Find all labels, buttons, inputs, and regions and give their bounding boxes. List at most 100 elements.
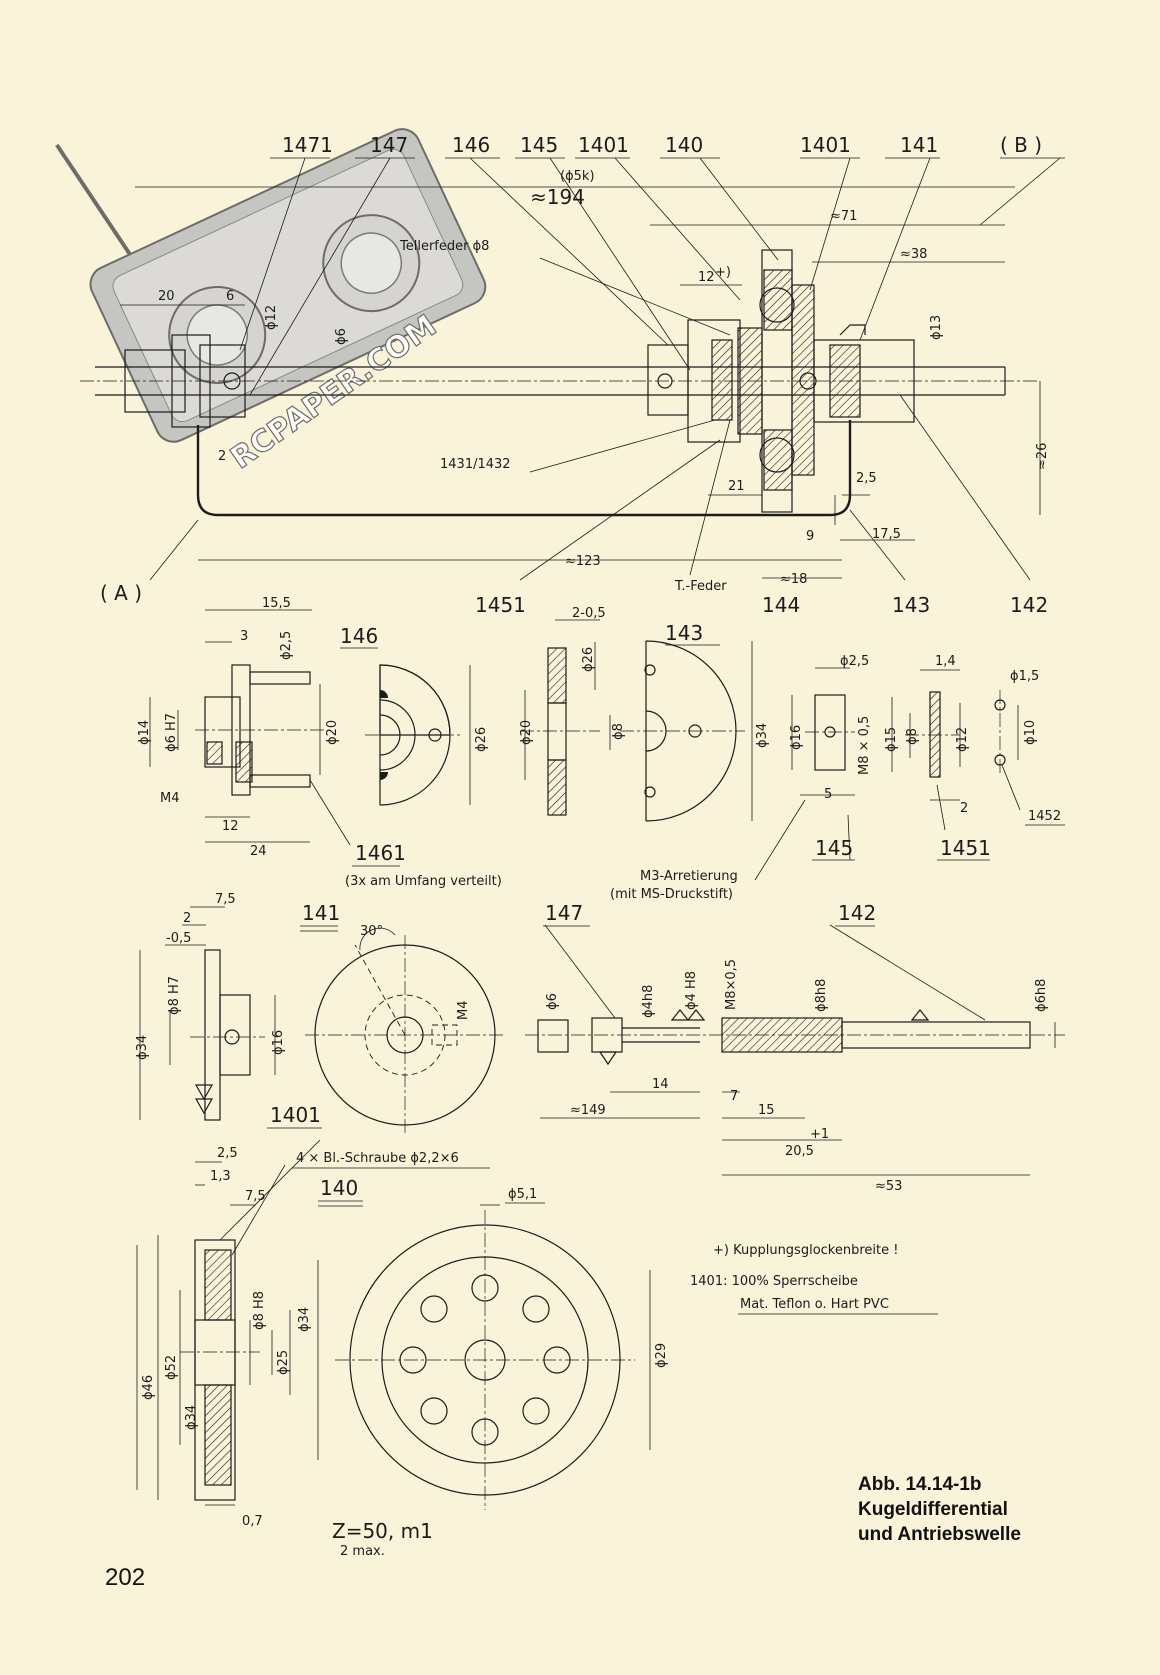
assembly-label-1401-left: 1401 <box>578 133 629 157</box>
caption-line-3: und Antriebswelle <box>858 1524 1021 1545</box>
dim-146-d2-5: ϕ2,5 <box>279 631 294 660</box>
dim-38: ≈38 <box>900 247 927 262</box>
assembly-label-144: 144 <box>762 593 800 617</box>
dim-142-plus1: +1 <box>810 1127 829 1142</box>
note-kupplung: +) Kupplungsglockenbreite ! <box>713 1243 898 1258</box>
dim-1451-d8: ϕ8 <box>905 728 920 745</box>
dim-143-d26: ϕ26 <box>581 647 596 672</box>
ref-1461: 1461 <box>355 841 406 865</box>
dim-140-d34-left: ϕ34 <box>184 1405 199 1430</box>
dim-146-12: 12 <box>222 819 239 834</box>
dim-142-53: ≈53 <box>875 1179 902 1194</box>
m3-arretierung-note: M3-Arretierung <box>640 869 738 884</box>
caption-line-1: Abb. 14.14-1b <box>858 1474 982 1495</box>
dim-145-d2-5: ϕ2,5 <box>840 654 869 669</box>
gear-spec: Z=50, m1 <box>332 1519 433 1543</box>
detail-146: 146 15,5 3 ϕ2,5 ϕ14 ϕ6 H7 ϕ20 ϕ26 M4 12 … <box>137 596 502 889</box>
dim-1451-1-4: 1,4 <box>935 654 956 669</box>
detail-147-142: 147 142 ϕ6 ϕ4h8 ϕ4 H8 M8×0,5 ϕ8h8 ϕ6h8 1… <box>525 901 1065 1194</box>
dim-146-d26: ϕ26 <box>474 727 489 752</box>
detail-145: ϕ2,5 ϕ16 M8 × 0,5 5 145 M3-Arretierung (… <box>610 654 872 902</box>
dim-143-d20: ϕ20 <box>519 720 534 745</box>
note-material: Mat. Teflon o. Hart PVC <box>740 1297 889 1312</box>
tellerfeder-label: Tellerfeder ϕ8 <box>399 239 489 254</box>
druckstift-note: (mit MS-Druckstift) <box>610 887 733 902</box>
dim-147-d4H8: ϕ4 H8 <box>684 971 699 1010</box>
dim-140-d25: ϕ25 <box>276 1350 291 1375</box>
dim-1451-d10: ϕ10 <box>1023 720 1038 745</box>
dim-12: 12 <box>698 270 715 285</box>
dim-145-5: 5 <box>824 787 832 802</box>
dim-141-7-5: 7,5 <box>215 892 236 907</box>
assembly-label-145: 145 <box>520 133 558 157</box>
dim-142-20-5: 20,5 <box>785 1144 814 1159</box>
screw-note: 4 × Bl.-Schraube ϕ2,2×6 <box>296 1151 459 1166</box>
detail-143: 2-0,5 ϕ26 ϕ20 ϕ8 ϕ34 143 <box>519 606 770 822</box>
note-1461: (3x am Umfang verteilt) <box>345 874 502 889</box>
dim-140-d34-right: ϕ34 <box>297 1307 312 1332</box>
caption-line-2: Kugeldifferential <box>858 1499 1008 1520</box>
dim-1451-d15: ϕ15 <box>884 727 899 752</box>
dim-146-m4: M4 <box>160 791 180 806</box>
assembly-label-140: 140 <box>665 133 703 157</box>
detail-142-label: 142 <box>838 901 876 925</box>
dim-140-d46: ϕ46 <box>141 1375 156 1400</box>
dim-142-d6h8: ϕ6h8 <box>1034 979 1049 1012</box>
assembly-label-147: 147 <box>370 133 408 157</box>
assembly-label-b: ( B ) <box>1000 133 1042 157</box>
dim-146-3: 3 <box>240 629 248 644</box>
assembly-label-141: 141 <box>900 133 938 157</box>
dim-143-d8: ϕ8 <box>611 723 626 740</box>
dim-147-14: 14 <box>652 1077 669 1092</box>
dim-140-d29: ϕ29 <box>654 1343 669 1368</box>
dim-194: ≈194 <box>530 185 585 209</box>
dim-d12: ϕ12 <box>264 305 279 330</box>
dim-140-d8H8: ϕ8 H8 <box>252 1291 267 1330</box>
dim-145-d16: ϕ16 <box>789 725 804 750</box>
detail-146-label: 146 <box>340 624 378 648</box>
dim-146-d20: ϕ20 <box>325 720 340 745</box>
dim-18: ≈18 <box>780 572 807 587</box>
gear-spec-sub: 2 max. <box>340 1544 385 1559</box>
dim-9: 9 <box>806 529 814 544</box>
dim-142-7: 7 <box>730 1089 738 1104</box>
dim-plus: +) <box>715 265 731 280</box>
dim-1451-2: 2 <box>960 801 968 816</box>
dim-6: 6 <box>226 289 234 304</box>
gear-holes <box>399 1274 571 1446</box>
dim-140-d5-1: ϕ5,1 <box>508 1187 537 1202</box>
dim-143-d34: ϕ34 <box>755 723 770 748</box>
detail-141-label: 141 <box>302 901 340 925</box>
ref-1401: 1401 <box>270 1103 321 1127</box>
detail-1451-label: 1451 <box>940 836 991 860</box>
ref-1431-1432: 1431/1432 <box>440 457 511 472</box>
note-sperrscheibe: 1401: 100% Sperrscheibe <box>690 1274 858 1289</box>
detail-141: 7,5 2 -0,5 ϕ34 ϕ8 H7 ϕ16 141 30° M4 <box>135 892 505 1135</box>
dim-142-m8: M8×0,5 <box>724 959 739 1010</box>
detail-147-label: 147 <box>545 901 583 925</box>
dim-2: 2 <box>218 449 226 464</box>
t-feder-label: T.-Feder <box>674 579 727 594</box>
detail-140: 1401 4 × Bl.-Schraube ϕ2,2×6 2,5 1,3 7,5… <box>136 1103 669 1559</box>
dim-140-7-5: 7,5 <box>245 1189 266 1204</box>
dim-142-15: 15 <box>758 1103 775 1118</box>
detail-143-label: 143 <box>665 621 703 645</box>
dim-140-0-7: 0,7 <box>242 1514 263 1529</box>
dim-1451-d12: ϕ12 <box>955 727 970 752</box>
dim-142-d8h8: ϕ8h8 <box>814 979 829 1012</box>
dim-21: 21 <box>728 479 745 494</box>
assembly-label-146: 146 <box>452 133 490 157</box>
dim-141-05: -0,5 <box>166 931 191 946</box>
detail-1451: 1,4 ϕ15 ϕ8 ϕ12 2 ϕ1,5 ϕ10 1451 1452 <box>884 654 1065 861</box>
dim-141-30deg: 30° <box>360 924 383 939</box>
dim-141-d8h7: ϕ8 H7 <box>167 976 182 1015</box>
assembly-label-1401-right: 1401 <box>800 133 851 157</box>
dim-147-149: ≈149 <box>570 1103 606 1118</box>
dim-146-d14: ϕ14 <box>137 720 152 745</box>
dim-26: ≈26 <box>1035 443 1050 470</box>
dim-2-5: 2,5 <box>856 471 877 486</box>
dim-146-d6h7: ϕ6 H7 <box>164 713 179 752</box>
dim-123: ≈123 <box>565 554 601 569</box>
dim-17-5: 17,5 <box>872 527 901 542</box>
